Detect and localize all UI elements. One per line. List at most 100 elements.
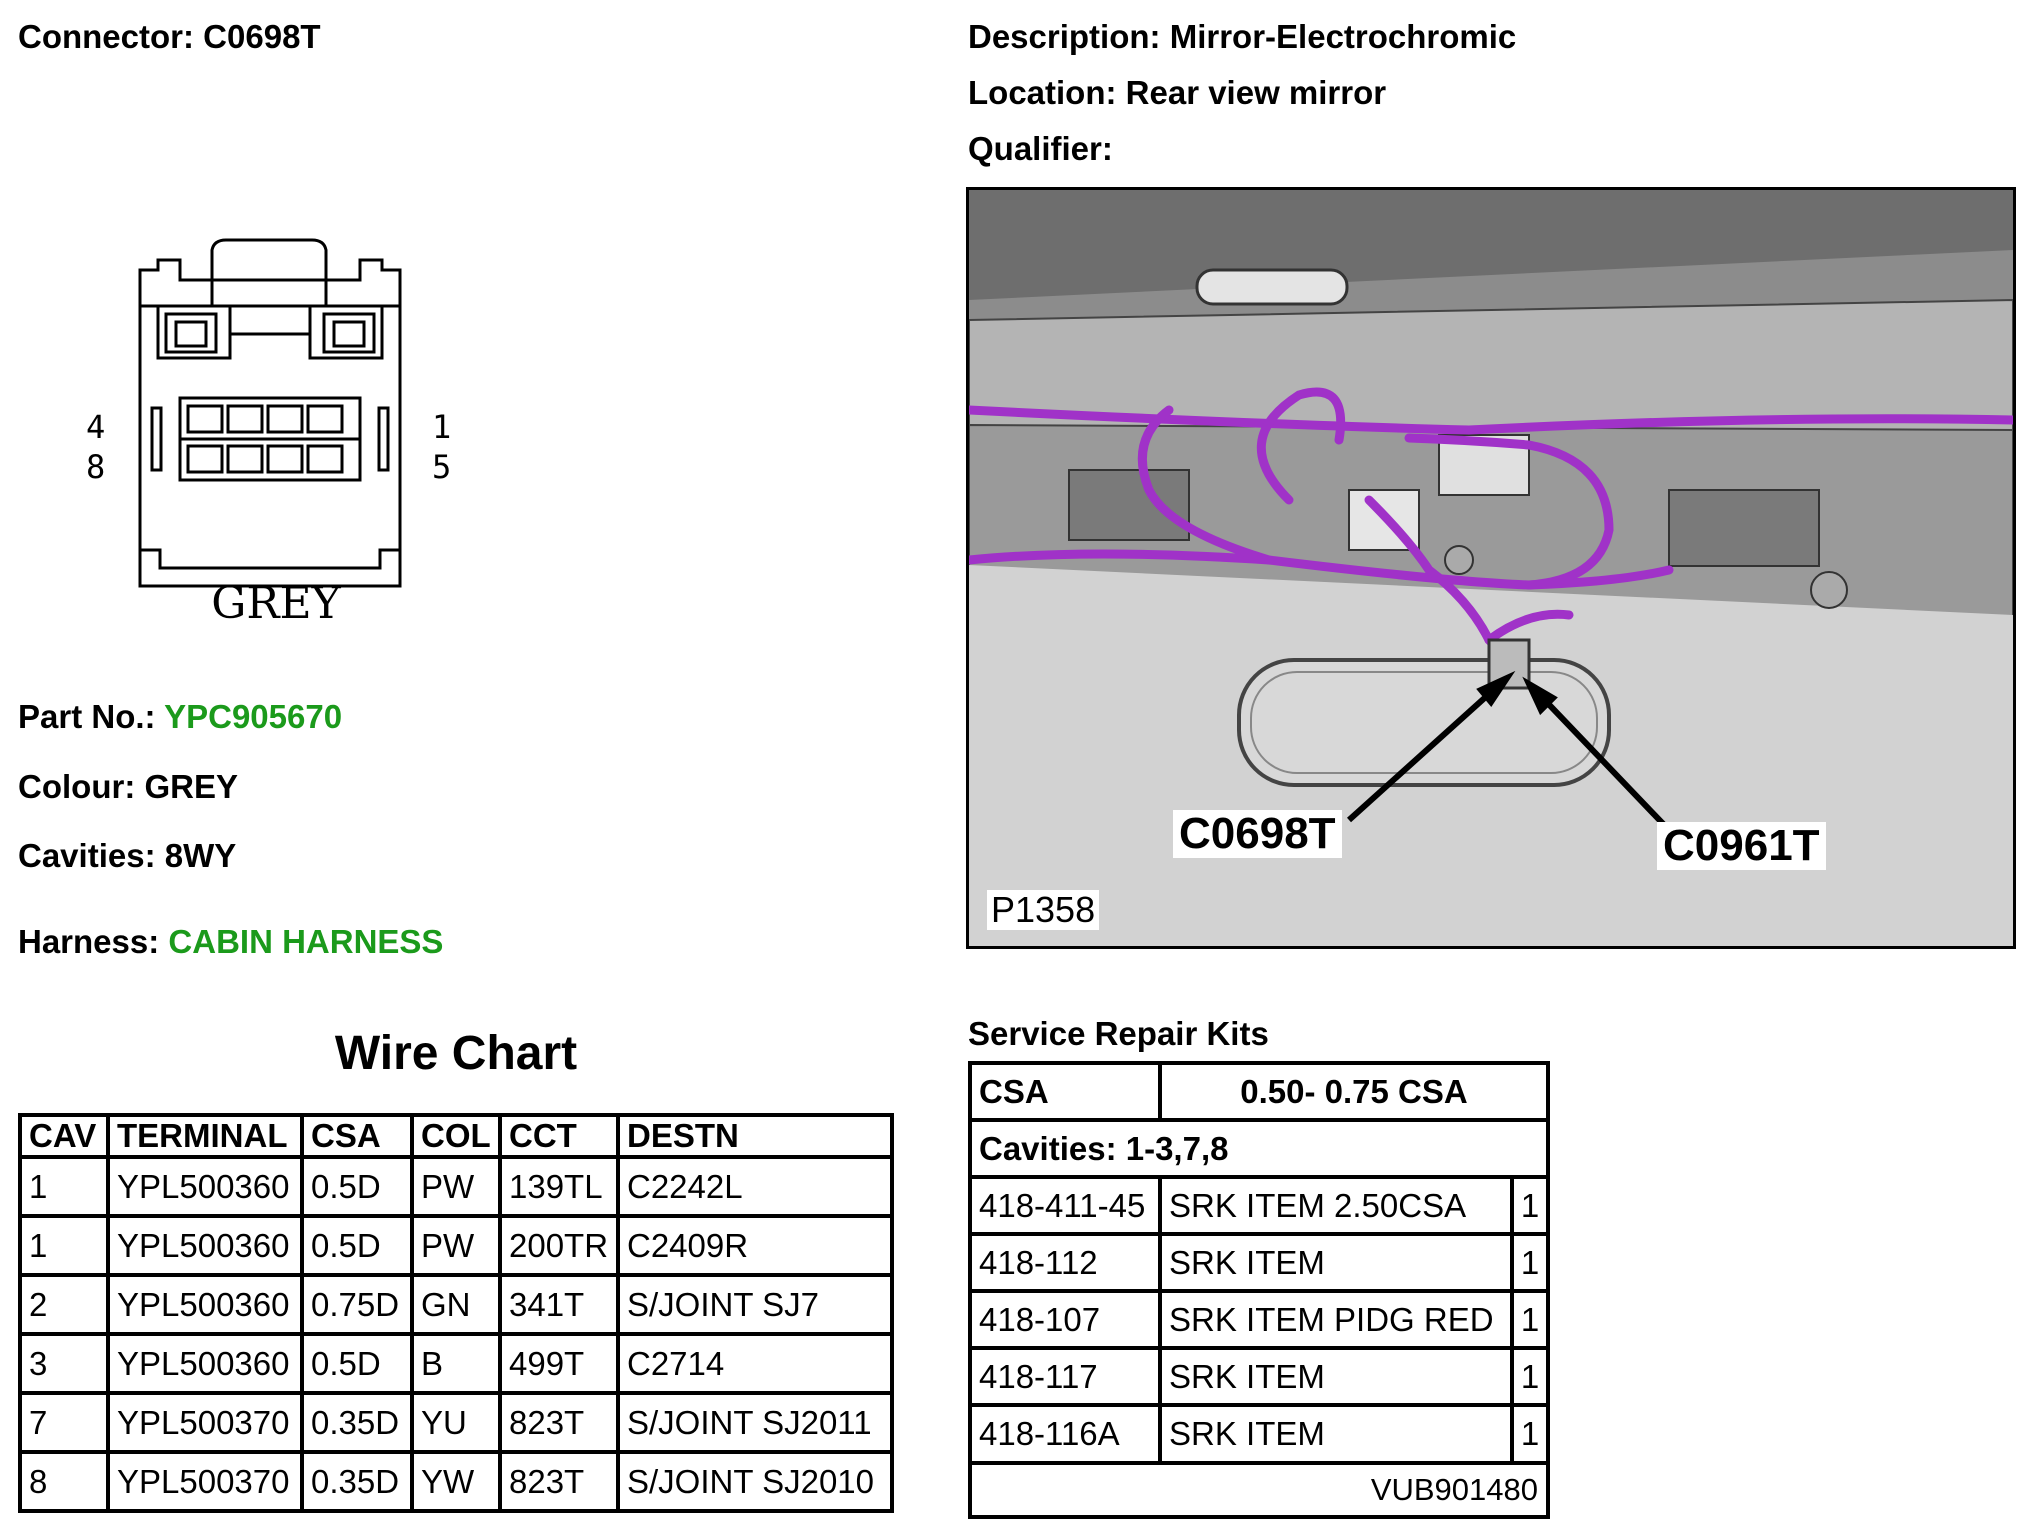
terminal-cell: YPL500360 bbox=[106, 1332, 304, 1395]
table-row: 1 YPL500360 0.5D PW 139TL C2242L bbox=[18, 1155, 894, 1218]
col-header-cav: CAV bbox=[18, 1113, 110, 1159]
connector-label: Connector: bbox=[18, 18, 194, 55]
image-id-label: P1358 bbox=[987, 890, 1100, 930]
harness-label: Harness: bbox=[18, 923, 160, 960]
srk-item-description: SRK ITEM bbox=[1158, 1403, 1514, 1465]
destn-cell: C2242L bbox=[616, 1155, 894, 1218]
description-value: Mirror-Electrochromic bbox=[1169, 18, 1517, 55]
col-cell: B bbox=[410, 1332, 502, 1395]
wire-chart-table: CAV TERMINAL CSA COL CCT DESTN 1 YPL5003… bbox=[18, 1113, 894, 1513]
harness-link[interactable]: CABIN HARNESS bbox=[168, 923, 444, 960]
terminal-cell: YPL500360 bbox=[106, 1155, 304, 1218]
pin-label-top-right: 1 bbox=[432, 408, 451, 446]
callout-c0698t: C0698T bbox=[1173, 810, 1342, 858]
srk-part-number: 418-107 bbox=[968, 1289, 1162, 1351]
srk-item-quantity: 1 bbox=[1510, 1403, 1550, 1465]
location-heading: Location: Rear view mirror bbox=[968, 76, 1386, 109]
srk-part-number: 418-411-45 bbox=[968, 1175, 1162, 1237]
description-heading: Description: Mirror-Electrochromic bbox=[968, 20, 1516, 53]
terminal-cell: YPL500360 bbox=[106, 1214, 304, 1277]
wire-chart-header-row: CAV TERMINAL CSA COL CCT DESTN bbox=[18, 1113, 894, 1159]
srk-footer-row: VUB901480 bbox=[968, 1460, 1550, 1520]
col-header-destn: DESTN bbox=[616, 1113, 894, 1159]
table-row: 2 YPL500360 0.75D GN 341T S/JOINT SJ7 bbox=[18, 1273, 894, 1336]
srk-item-description: SRK ITEM bbox=[1158, 1232, 1514, 1294]
part-no-row: Part No.: YPC905670 bbox=[18, 700, 342, 733]
pin-label-bottom-left: 8 bbox=[86, 448, 105, 486]
connector-colour-text: GREY bbox=[211, 578, 341, 629]
service-repair-kits-title: Service Repair Kits bbox=[968, 1015, 1269, 1052]
col-cell: YU bbox=[410, 1391, 502, 1454]
cct-cell: 823T bbox=[498, 1450, 620, 1513]
srk-cavities-row: Cavities: 1-3,7,8 bbox=[968, 1118, 1550, 1180]
part-no-link[interactable]: YPC905670 bbox=[164, 698, 343, 735]
part-no-label: Part No.: bbox=[18, 698, 156, 735]
srk-part-number: 418-112 bbox=[968, 1232, 1162, 1294]
cavities-value: 8WY bbox=[164, 837, 237, 874]
service-repair-kits-table: CSA 0.50- 0.75 CSA Cavities: 1-3,7,8 418… bbox=[968, 1060, 1550, 1520]
cav-cell: 1 bbox=[18, 1155, 110, 1218]
srk-cavities-text: Cavities: 1-3,7,8 bbox=[968, 1118, 1550, 1180]
destn-cell: S/JOINT SJ7 bbox=[616, 1273, 894, 1336]
srk-item-quantity: 1 bbox=[1510, 1289, 1550, 1351]
destn-cell: S/JOINT SJ2011 bbox=[616, 1391, 894, 1454]
cav-cell: 3 bbox=[18, 1332, 110, 1395]
srk-item-quantity: 1 bbox=[1510, 1232, 1550, 1294]
cavity-grid bbox=[186, 404, 344, 474]
cct-cell: 200TR bbox=[498, 1214, 620, 1277]
connector-face-diagram: 4 8 1 5 GREY bbox=[86, 238, 451, 629]
qualifier-heading: Qualifier: bbox=[968, 132, 1113, 165]
csa-cell: 0.75D bbox=[300, 1273, 414, 1336]
cav-cell: 7 bbox=[18, 1391, 110, 1454]
callout-c0961t: C0961T bbox=[1657, 822, 1826, 870]
pin-label-top-left: 4 bbox=[86, 408, 105, 446]
col-header-csa: CSA bbox=[300, 1113, 414, 1159]
table-row: 8 YPL500370 0.35D YW 823T S/JOINT SJ2010 bbox=[18, 1450, 894, 1513]
location-label: Location: bbox=[968, 74, 1117, 111]
colour-value: GREY bbox=[144, 768, 239, 805]
list-item: 418-117 SRK ITEM 1 bbox=[968, 1346, 1550, 1408]
location-value: Rear view mirror bbox=[1125, 74, 1387, 111]
destn-cell: C2409R bbox=[616, 1214, 894, 1277]
connector-value: C0698T bbox=[203, 18, 321, 55]
destn-cell: S/JOINT SJ2010 bbox=[616, 1450, 894, 1513]
srk-item-description: SRK ITEM PIDG RED bbox=[1158, 1289, 1514, 1351]
table-row: 3 YPL500360 0.5D B 499T C2714 bbox=[18, 1332, 894, 1395]
destn-cell: C2714 bbox=[616, 1332, 894, 1395]
list-item: 418-107 SRK ITEM PIDG RED 1 bbox=[968, 1289, 1550, 1351]
list-item: 418-112 SRK ITEM 1 bbox=[968, 1232, 1550, 1294]
table-row: 7 YPL500370 0.35D YU 823T S/JOINT SJ2011 bbox=[18, 1391, 894, 1454]
srk-item-quantity: 1 bbox=[1510, 1175, 1550, 1237]
col-header-cct: CCT bbox=[498, 1113, 620, 1159]
srk-footer-code: VUB901480 bbox=[968, 1460, 1550, 1520]
srk-item-description: SRK ITEM 2.50CSA bbox=[1158, 1175, 1514, 1237]
cct-cell: 499T bbox=[498, 1332, 620, 1395]
harness-row: Harness: CABIN HARNESS bbox=[18, 925, 443, 958]
terminal-cell: YPL500360 bbox=[106, 1273, 304, 1336]
col-cell: YW bbox=[410, 1450, 502, 1513]
harness-routing bbox=[969, 387, 2013, 690]
colour-row: Colour: GREY bbox=[18, 770, 238, 803]
srk-csa-row: CSA 0.50- 0.75 CSA bbox=[968, 1060, 1550, 1123]
col-header-col: COL bbox=[410, 1113, 502, 1159]
col-cell: PW bbox=[410, 1214, 502, 1277]
srk-item-quantity: 1 bbox=[1510, 1346, 1550, 1408]
description-label: Description: bbox=[968, 18, 1161, 55]
csa-cell: 0.35D bbox=[300, 1391, 414, 1454]
srk-part-number: 418-116A bbox=[968, 1403, 1162, 1465]
cct-cell: 139TL bbox=[498, 1155, 620, 1218]
list-item: 418-411-45 SRK ITEM 2.50CSA 1 bbox=[968, 1175, 1550, 1237]
list-item: 418-116A SRK ITEM 1 bbox=[968, 1403, 1550, 1465]
csa-cell: 0.5D bbox=[300, 1332, 414, 1395]
terminal-cell: YPL500370 bbox=[106, 1450, 304, 1513]
wire-chart-title: Wire Chart bbox=[334, 1027, 578, 1080]
col-header-terminal: TERMINAL bbox=[106, 1113, 304, 1159]
cav-cell: 1 bbox=[18, 1214, 110, 1277]
srk-csa-label: CSA bbox=[968, 1060, 1162, 1123]
terminal-cell: YPL500370 bbox=[106, 1391, 304, 1454]
cavities-row: Cavities: 8WY bbox=[18, 839, 236, 872]
col-cell: GN bbox=[410, 1273, 502, 1336]
csa-cell: 0.5D bbox=[300, 1155, 414, 1218]
connector-heading: Connector: C0698T bbox=[18, 20, 321, 53]
qualifier-label: Qualifier: bbox=[968, 130, 1113, 167]
